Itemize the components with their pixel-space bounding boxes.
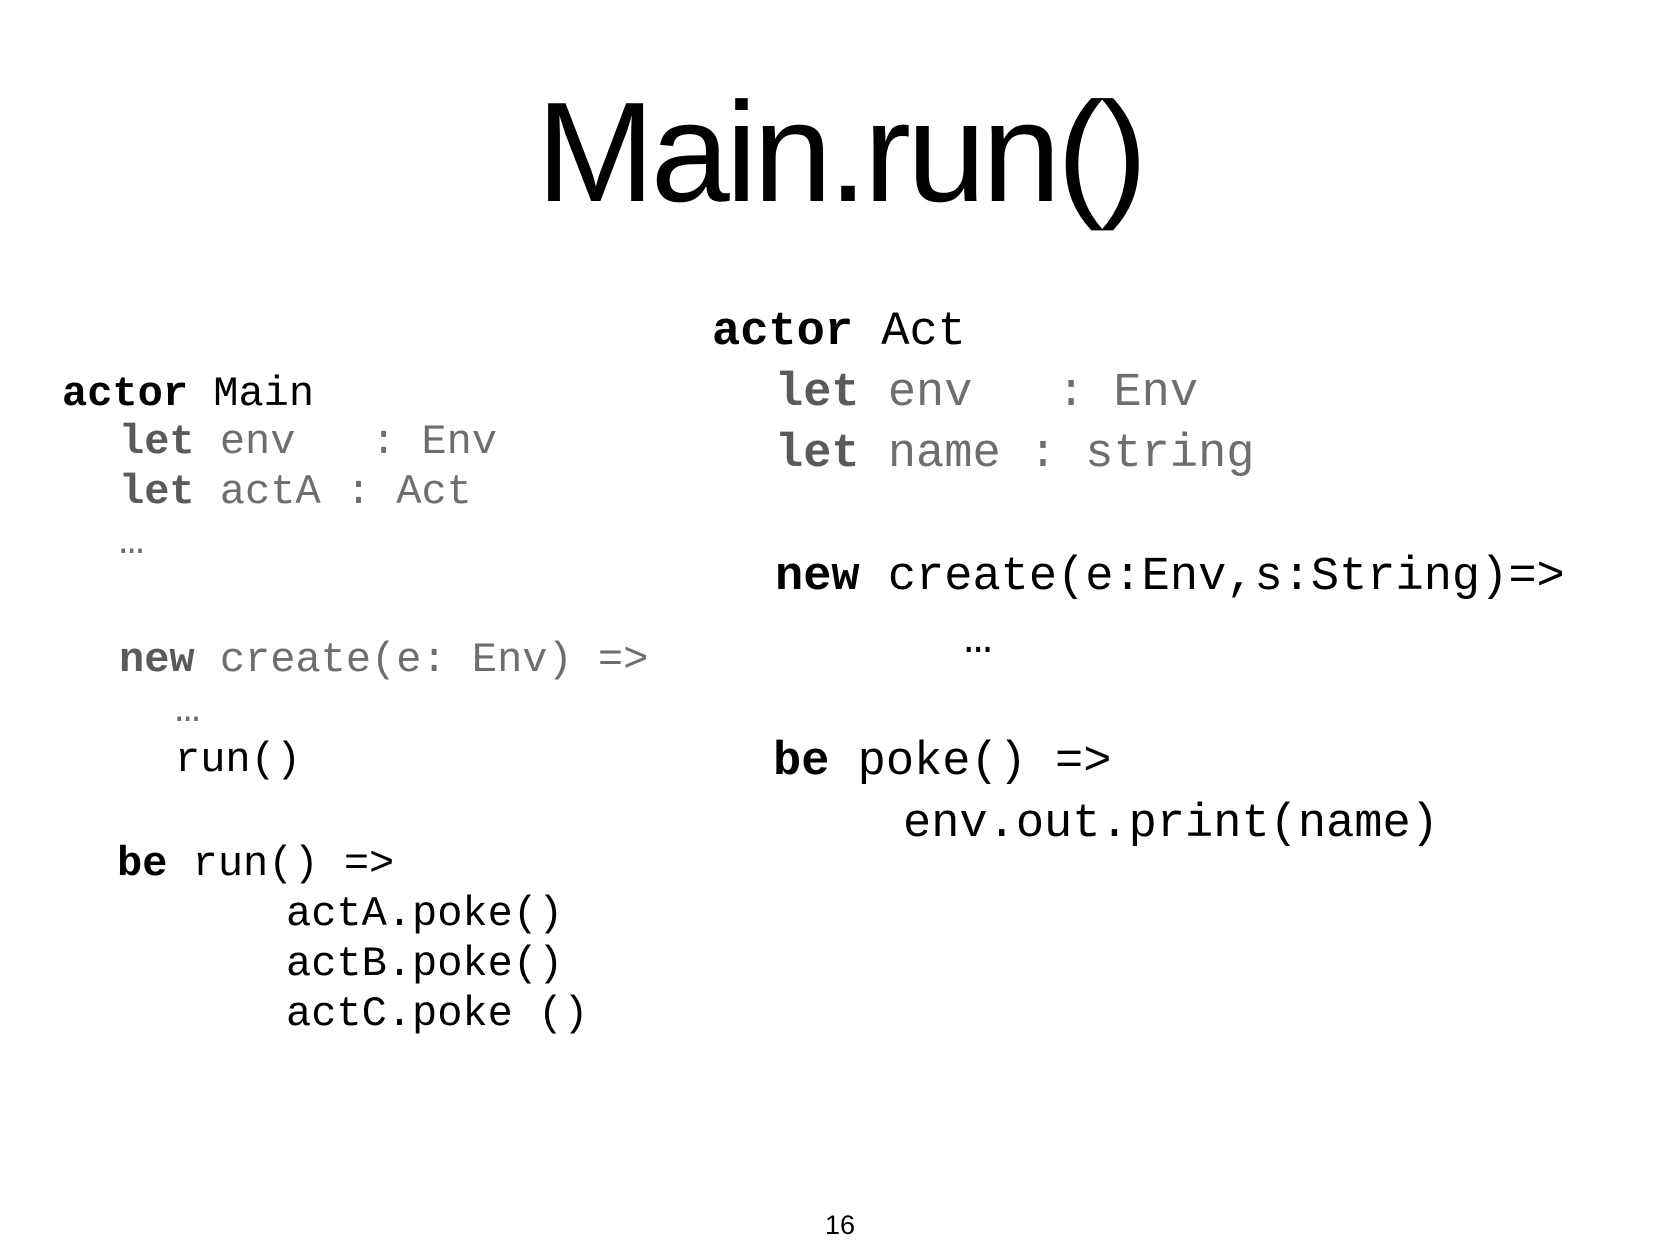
code-text: env : Env <box>859 367 1199 420</box>
code-line: let name : string <box>775 428 1255 481</box>
code-text: actA : Act <box>194 468 472 516</box>
code-line: new create(e: Env) => <box>119 636 648 684</box>
keyword: new <box>119 636 195 684</box>
code-line: be poke() => <box>773 736 1111 789</box>
code-block-actor-act: actor Act let env : Env let name : strin… <box>712 306 1565 851</box>
code-text: run() => <box>167 840 395 888</box>
keyword: let <box>119 418 195 466</box>
code-line: env.out.print(name) <box>903 798 1439 851</box>
keyword: actor <box>712 306 854 359</box>
keyword: actor <box>62 370 189 418</box>
code-text: Act <box>853 306 966 359</box>
code-text: … <box>119 518 145 566</box>
code-line: actB.poke() <box>286 940 563 988</box>
code-line: actor Act <box>712 306 966 359</box>
keyword: be <box>117 840 168 888</box>
code-line: new create(e:Env,s:String)=> <box>775 551 1565 604</box>
code-text: create(e:Env,s:String)=> <box>859 551 1565 604</box>
code-text: Main <box>188 370 315 418</box>
code-line: let env : Env <box>119 418 497 466</box>
keyword: let <box>119 468 195 516</box>
code-text: … <box>964 614 993 667</box>
keyword: let <box>775 428 860 481</box>
code-line: … <box>119 518 144 566</box>
code-line: actA.poke() <box>286 890 563 938</box>
code-line: be run() => <box>117 840 394 888</box>
code-text: actA.poke() <box>286 890 564 938</box>
code-text: … <box>175 686 201 734</box>
code-line: run() <box>175 736 301 784</box>
code-text: actB.poke() <box>286 940 564 988</box>
code-text: env.out.print(name) <box>903 798 1439 851</box>
keyword: be <box>773 736 830 789</box>
slide-title: Main.run() <box>536 73 1147 232</box>
keyword: let <box>775 367 860 420</box>
code-line: let env : Env <box>775 367 1198 420</box>
code-text: actC.poke () <box>286 990 589 1038</box>
code-line: actor Main <box>62 370 314 418</box>
code-line: … <box>175 686 200 734</box>
code-text: create(e: Env) => <box>194 636 649 684</box>
code-text: name : string <box>859 428 1255 481</box>
code-line: … <box>964 614 992 667</box>
keyword: new <box>775 551 860 604</box>
code-text: env : Env <box>194 418 498 466</box>
page-number: 16 <box>824 1210 856 1240</box>
code-text: poke() => <box>829 736 1112 789</box>
code-line: actC.poke () <box>286 990 588 1038</box>
code-block-actor-main: actor Main let env : Env let actA : Act … <box>62 370 648 1038</box>
code-text: run() <box>175 736 302 784</box>
code-line: let actA : Act <box>119 468 472 516</box>
